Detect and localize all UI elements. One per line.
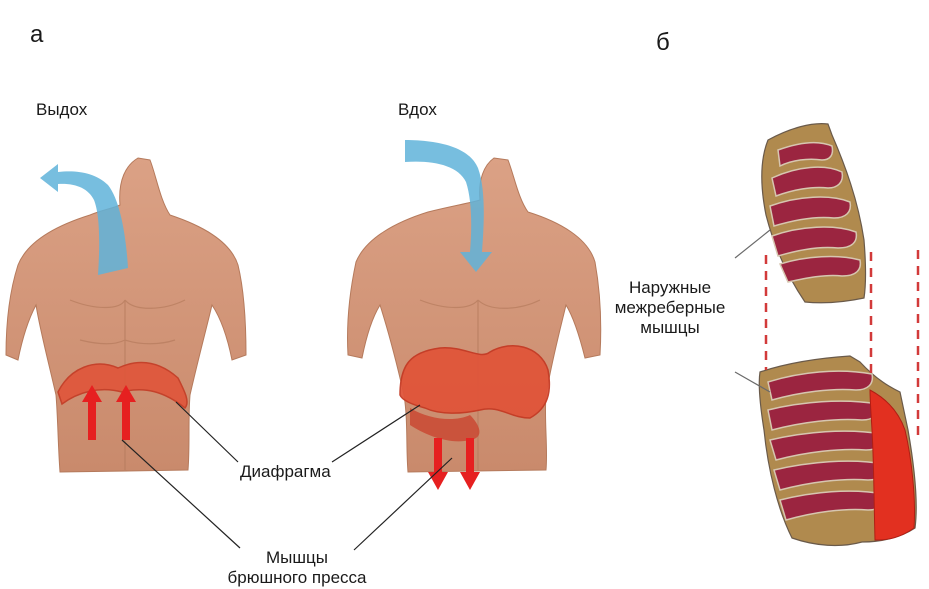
diaphragm-label: Диафрагма xyxy=(240,462,331,482)
ribcage-bottom xyxy=(759,356,916,545)
intercostal-muscles-label: Наружные межреберные мышцы xyxy=(604,278,736,338)
torso-exhale xyxy=(6,158,246,472)
inhale-label: Вдох xyxy=(398,100,437,120)
panel-label-a: а xyxy=(30,22,43,48)
abdominal-muscles-label: Мышцы брюшного пресса xyxy=(206,548,388,588)
abdominal-label-line2: брюшного пресса xyxy=(206,568,388,588)
intercostal-red-section xyxy=(870,390,915,540)
torso-inhale xyxy=(347,140,600,490)
diaphragm-inhale xyxy=(400,346,549,418)
panel-label-b: б xyxy=(656,30,670,56)
exhale-label: Выдох xyxy=(36,100,87,120)
ribcage-top xyxy=(762,124,866,303)
intercostal-label-line1: Наружные xyxy=(604,278,736,298)
abdominal-label-line1: Мышцы xyxy=(206,548,388,568)
intercostal-label-line3: мышцы xyxy=(604,318,736,338)
intercostal-label-line2: межреберные xyxy=(604,298,736,318)
